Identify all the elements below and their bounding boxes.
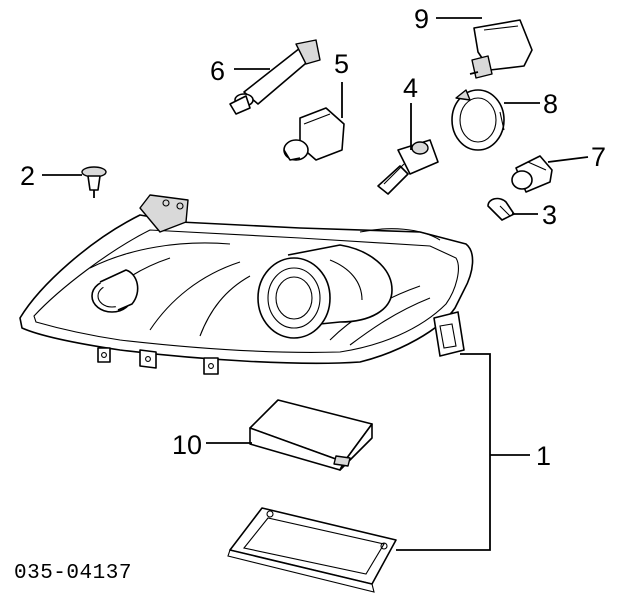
callout-10: 10 (172, 430, 202, 460)
h-bulb-part (283, 107, 345, 161)
wedge-bulb-part (487, 197, 515, 221)
callout-9: 9 (414, 4, 429, 34)
headlamp-assembly (19, 194, 474, 375)
retaining-clip-part (81, 166, 107, 198)
callout-6: 6 (210, 56, 225, 86)
callout-7: 7 (591, 142, 606, 172)
socket-long-part (229, 39, 321, 115)
diagram-id: 035-04137 (14, 562, 132, 585)
callout-8: 8 (543, 89, 558, 119)
hid-bulb-part (377, 139, 439, 195)
turn-signal-socket-part (511, 155, 553, 193)
callout-3: 3 (542, 200, 557, 230)
bulb-socket-part (469, 19, 533, 79)
callout-1: 1 (536, 441, 551, 471)
leader-lines (42, 17, 589, 551)
socket-ring-part (451, 89, 505, 151)
callout-4: 4 (403, 73, 418, 103)
callout-5: 5 (334, 49, 349, 79)
ballast-module-part (249, 399, 373, 471)
callout-2: 2 (20, 161, 35, 191)
lower-cover-part (227, 507, 397, 593)
